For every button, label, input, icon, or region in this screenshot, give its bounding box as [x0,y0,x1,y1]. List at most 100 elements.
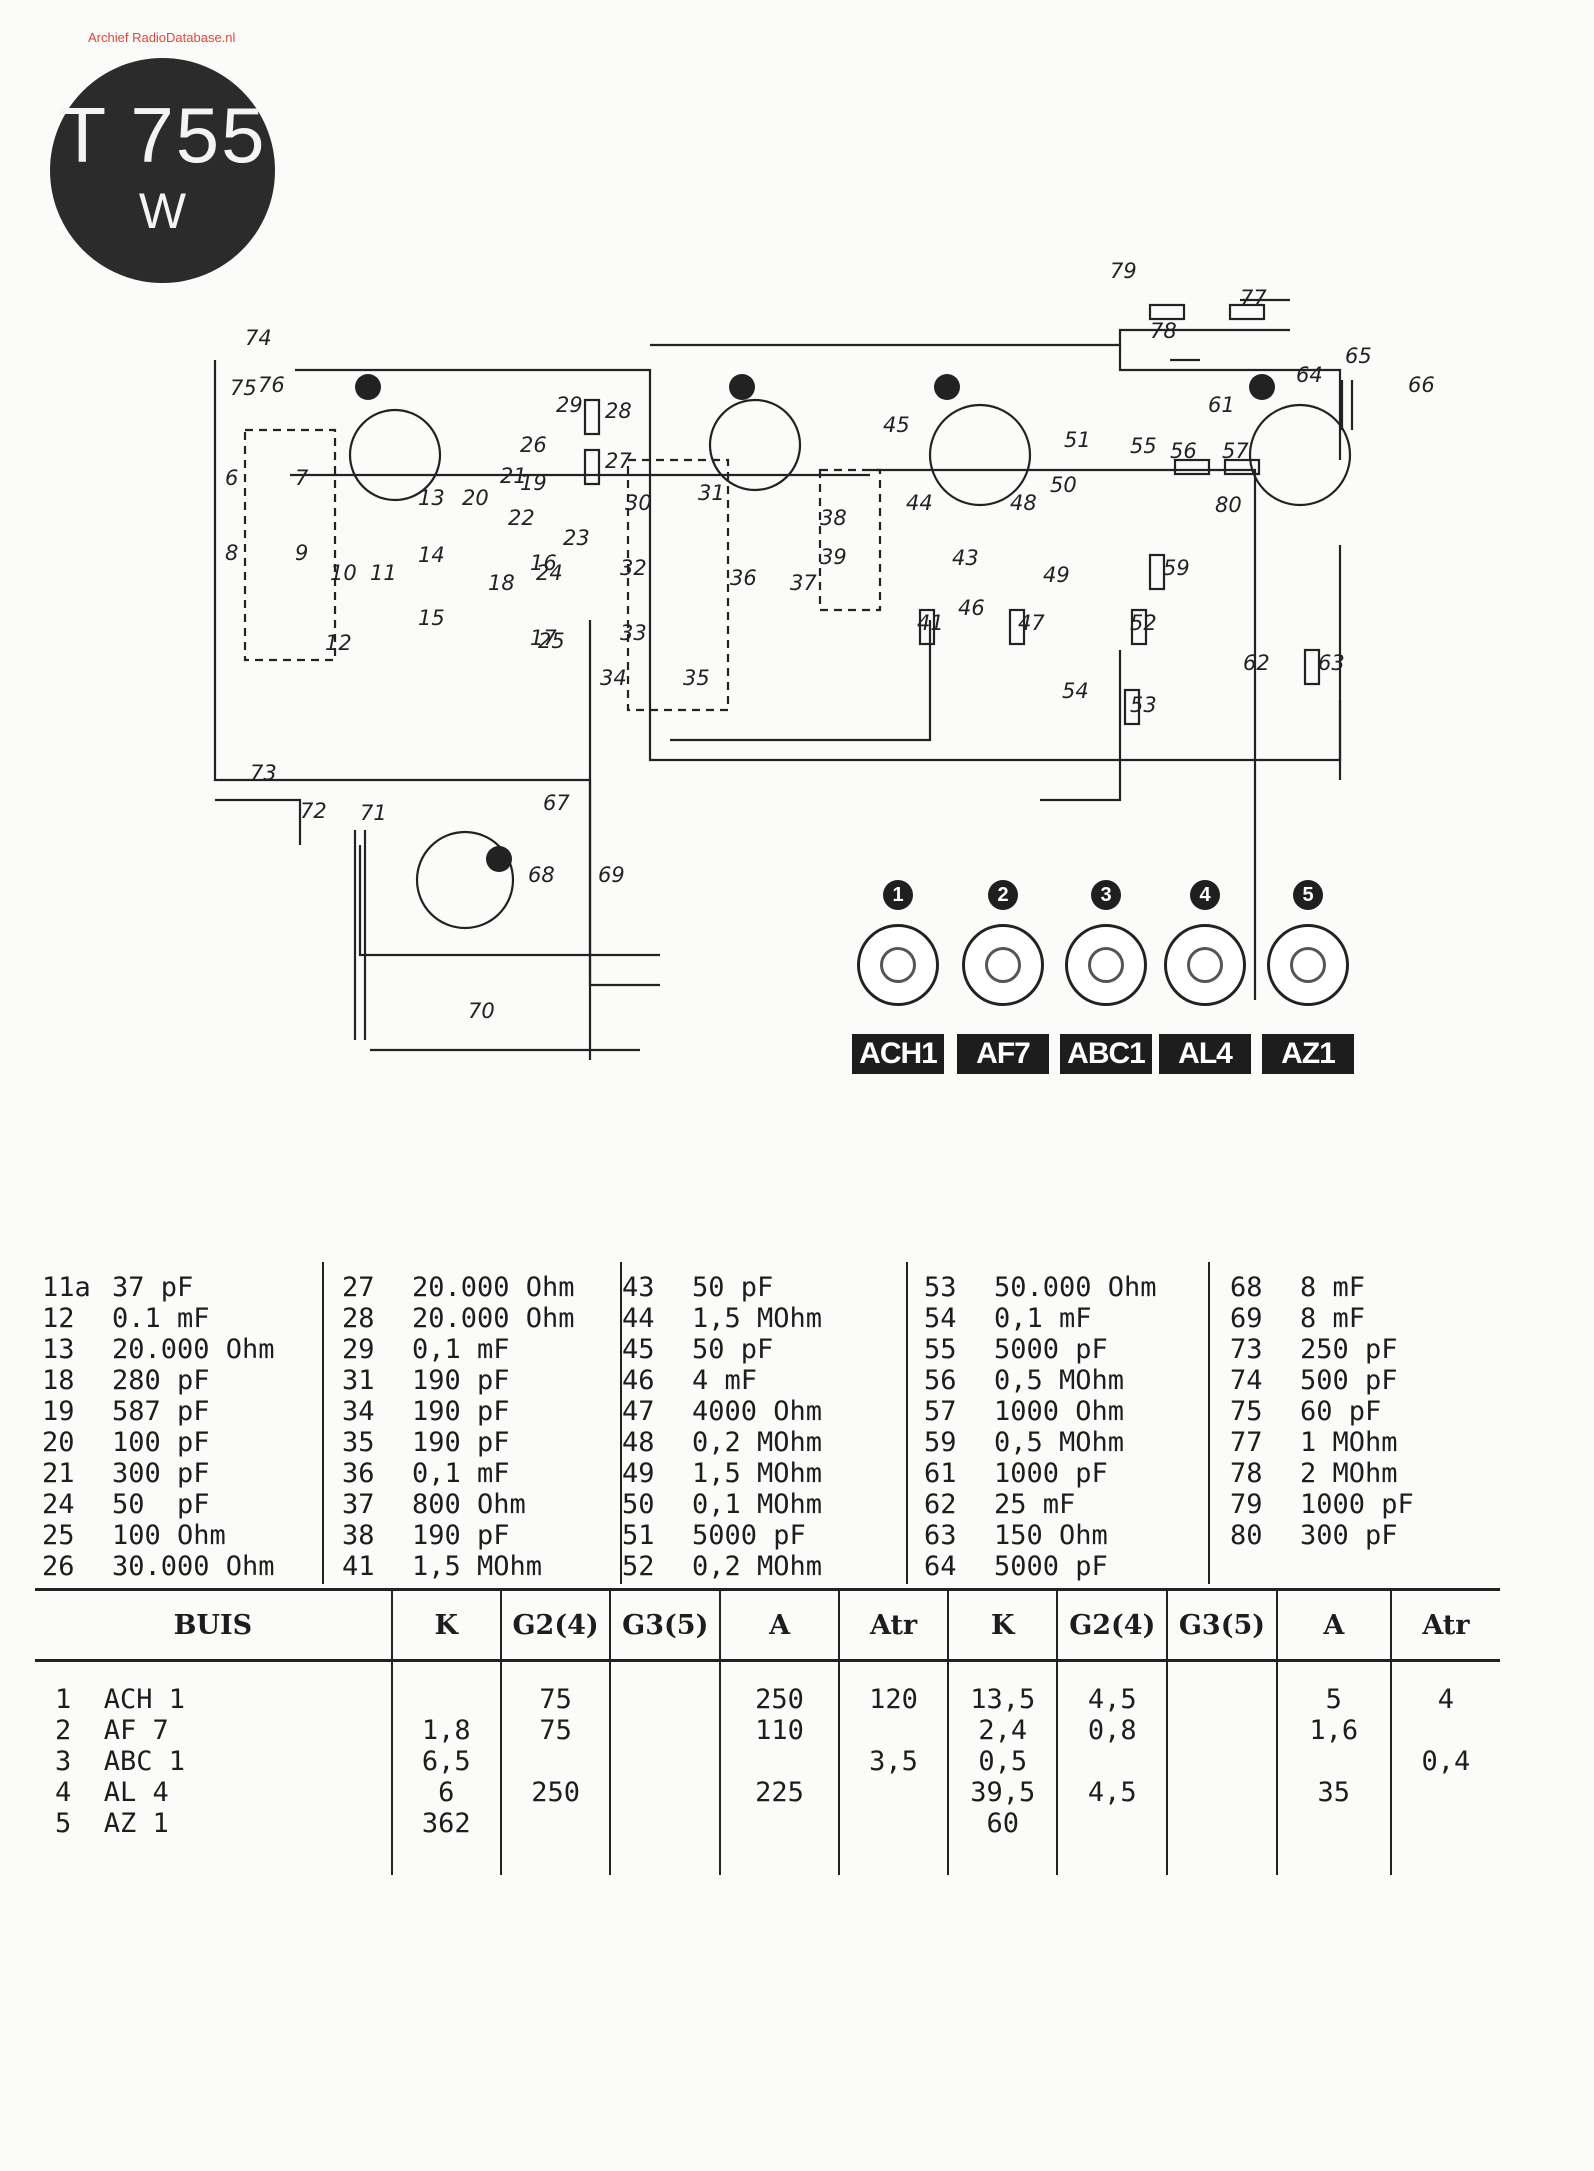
svg-text:36: 36 [730,566,757,590]
part-number: 56 [924,1365,957,1396]
part-value: 0,5 MOhm [994,1427,1125,1458]
part-number: 20 [42,1427,75,1458]
svg-text:59: 59 [1163,556,1190,580]
svg-text:41: 41 [917,611,944,635]
part-row: 80 300 pF [1230,1520,1414,1551]
svg-text:79: 79 [1110,259,1137,283]
svg-text:17: 17 [530,626,557,650]
svg-text:22: 22 [508,506,535,530]
part-value: 300 pF [1300,1520,1398,1551]
svg-text:52: 52 [1130,611,1157,635]
svg-text:33: 33 [620,621,647,645]
part-row: 19 587 pF [42,1396,275,1427]
parts-divider [620,1262,622,1584]
part-number: 27 [342,1272,375,1303]
svg-text:26: 26 [520,433,547,457]
part-number: 44 [622,1303,655,1334]
tube-number: 5 [1293,880,1323,910]
part-number: 11a [42,1272,91,1303]
part-number: 73 [1230,1334,1263,1365]
part-number: 25 [42,1520,75,1551]
part-value: 0,2 MOhm [692,1427,823,1458]
part-value: 190 pF [412,1396,510,1427]
svg-text:38: 38 [820,506,847,530]
part-value: 587 pF [112,1396,210,1427]
svg-text:75: 75 [230,376,257,400]
svg-text:28: 28 [605,399,632,423]
tube-socket-icon [857,924,939,1006]
part-value: 280 pF [112,1365,210,1396]
part-value: 1,5 MOhm [692,1458,823,1489]
tube-legend-1: 1 ACH1 [848,880,948,1074]
part-value: 8 mF [1300,1303,1366,1334]
part-number: 26 [42,1551,75,1582]
part-number: 53 [924,1272,957,1303]
svg-text:74: 74 [245,326,272,350]
part-value: 5000 pF [994,1551,1108,1582]
column-header: Atr [1389,1588,1500,1662]
tube-label: AL4 [1159,1034,1251,1074]
part-value: 1000 pF [1300,1489,1414,1520]
svg-text:39: 39 [820,545,847,569]
part-number: 21 [42,1458,75,1489]
svg-text:71: 71 [360,801,387,825]
svg-text:20: 20 [462,486,489,510]
svg-text:21: 21 [500,464,527,488]
svg-text:19: 19 [520,471,547,495]
part-value: 1000 Ohm [994,1396,1125,1427]
svg-text:46: 46 [958,596,985,620]
svg-text:25: 25 [538,629,565,653]
part-value: 4 mF [692,1365,758,1396]
svg-text:30: 30 [625,491,652,515]
tube-number: 3 [1091,880,1121,910]
part-value: 1,5 MOhm [412,1551,543,1582]
part-value: 5000 pF [994,1334,1108,1365]
svg-text:49: 49 [1043,563,1070,587]
part-value: 50.000 Ohm [994,1272,1157,1303]
tube-socket-icon [1267,924,1349,1006]
part-value: 100 pF [112,1427,210,1458]
part-number: 29 [342,1334,375,1365]
part-number: 54 [924,1303,957,1334]
part-value: 800 Ohm [412,1489,526,1520]
part-number: 51 [622,1520,655,1551]
part-number: 50 [622,1489,655,1520]
svg-text:14: 14 [418,543,445,567]
part-value: 190 pF [412,1365,510,1396]
part-number: 79 [1230,1489,1263,1520]
part-value: 25 mF [994,1489,1076,1520]
part-value: 2 MOhm [1300,1458,1398,1489]
part-number: 80 [1230,1520,1263,1551]
table-row: 1 ACH 1 2 AF 7 3 ABC 1 4 AL 4 5 AZ 1 1,8… [35,1660,1500,1875]
part-value: 50 pF [112,1489,210,1520]
part-value: 190 pF [412,1427,510,1458]
column-header: G2(4) [1056,1588,1168,1662]
part-number: 64 [924,1551,957,1582]
table-cell [1166,1660,1277,1875]
svg-text:27: 27 [605,449,632,473]
part-number: 36 [342,1458,375,1489]
part-value: 300 pF [112,1458,210,1489]
svg-text:63: 63 [1318,651,1345,675]
svg-text:35: 35 [683,666,710,690]
part-number: 19 [42,1396,75,1427]
